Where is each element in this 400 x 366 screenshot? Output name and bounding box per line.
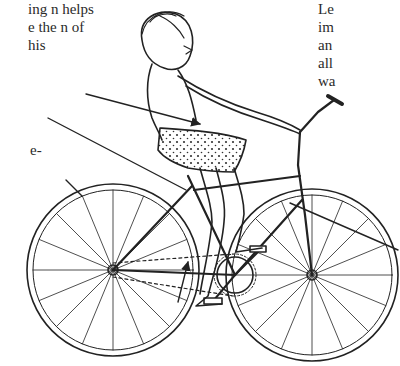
callout-text: e- [30,141,60,159]
callout-text: ing n helps e the n of his [28,0,104,54]
rear-wheel [27,184,199,356]
bicycle-frame [113,96,342,275]
leader-lines [48,94,398,302]
drive-train [113,246,266,304]
boy-figure [141,12,300,306]
callout-text: Le im an all wa [318,0,348,90]
front-wheel [226,189,398,361]
